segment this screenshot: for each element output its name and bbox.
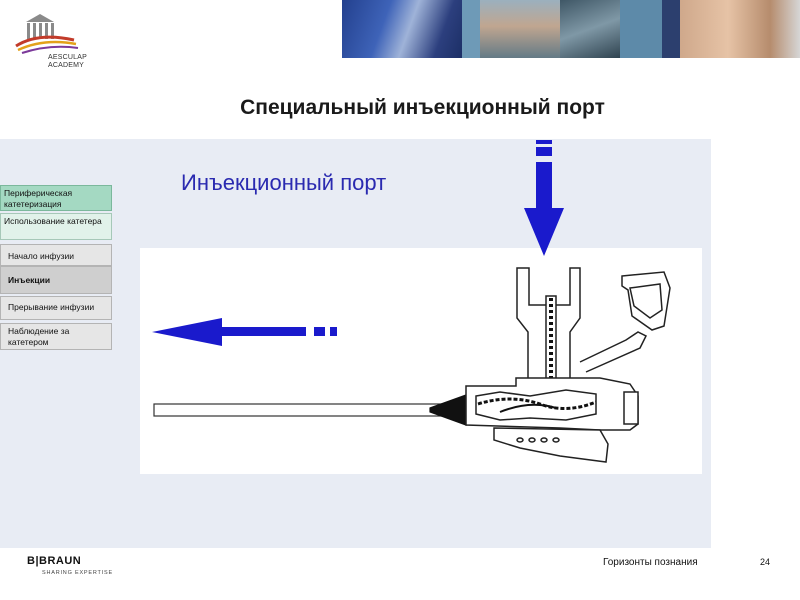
page-title: Специальный инъекционный порт [240,96,605,119]
bbraun-logo: B|BRAUN [27,555,82,567]
nav-item-label: Инъекции [8,275,51,285]
aesculap-academy-logo: AESCULAP ACADEMY [14,12,104,74]
logo-line-1: AESCULAP [48,54,87,61]
nav-item-injections[interactable]: Инъекции [0,266,112,294]
diagram-title: Инъекционный порт [181,170,387,195]
down-arrow-icon [524,140,564,256]
nav-item-infusion-start[interactable]: Начало инфузии [0,244,112,266]
port-body [465,267,671,463]
nav-item-catheter-monitoring[interactable]: Наблюдение за катетером [0,323,112,350]
logo-line-2: ACADEMY [48,62,85,69]
left-arrow-icon [152,318,337,346]
catheter-tube [153,394,467,426]
nav-item-catheter-use[interactable]: Использование катетера [0,213,112,240]
page-number: 24 [760,557,771,567]
nav-item-label: Начало инфузии [8,251,74,261]
bbraun-tagline: SHARING EXPERTISE [42,570,113,576]
nav-item-infusion-interruption[interactable]: Прерывание инфузии [0,296,112,320]
nav-item-label: Наблюдение за катетером [8,326,70,347]
nav-item-peripheral-catheterization[interactable]: Периферическая катетеризация [0,185,112,211]
nav-item-label: Периферическая катетеризация [4,188,73,209]
footer-section-title: Горизонты познания [603,557,698,568]
academy-logo-icon [15,14,79,54]
header-photo-strip [342,0,800,58]
nav-item-label: Прерывание инфузии [8,302,95,312]
nav-item-label: Использование катетера [4,216,102,226]
